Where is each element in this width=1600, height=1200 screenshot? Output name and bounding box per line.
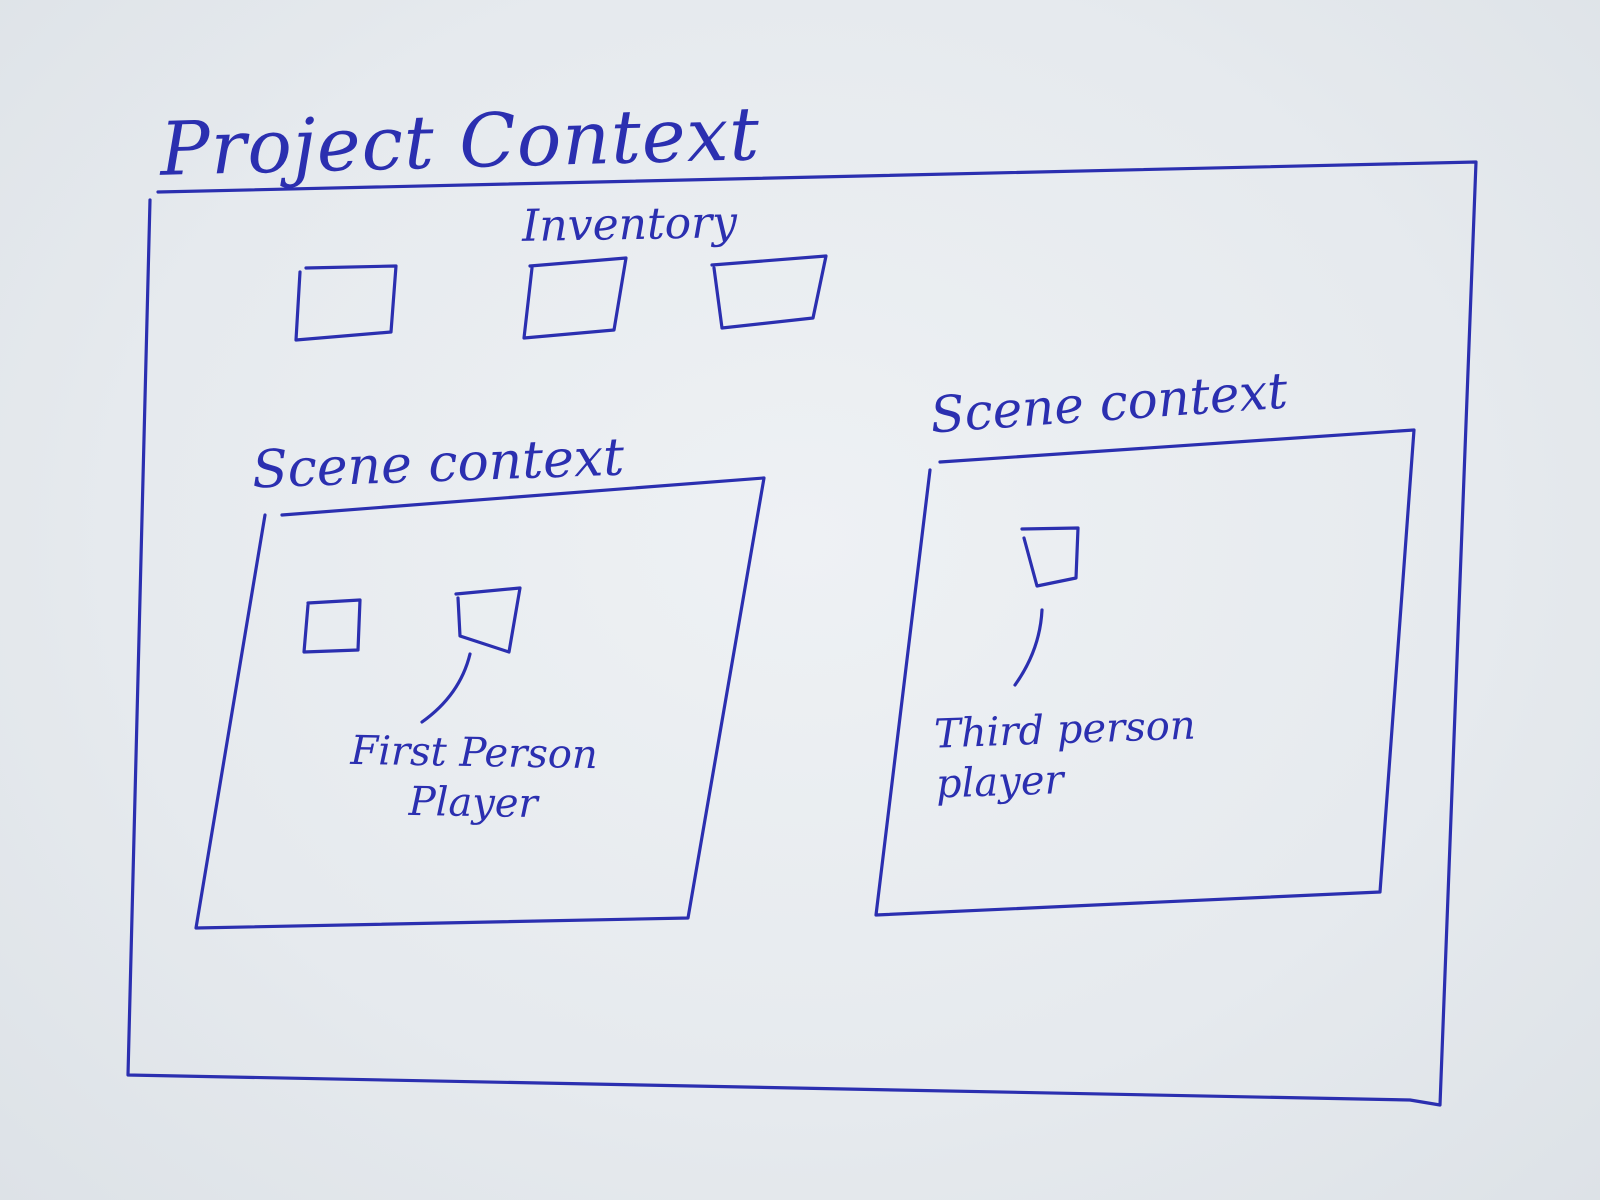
inventory-slot-1	[294, 264, 398, 342]
scene-1-object	[302, 598, 362, 654]
scene-2-callout-line	[1013, 608, 1044, 687]
first-person-line1: First Person	[350, 727, 599, 779]
project-context-title: Project Context	[158, 91, 762, 193]
third-person-player-label: Third person player	[933, 700, 1198, 809]
inventory-slot-3	[710, 254, 828, 330]
first-person-player-label: First Person Player	[349, 726, 598, 830]
third-person-line2: player	[935, 757, 1065, 808]
first-person-line2: Player	[408, 778, 539, 828]
third-person-line1: Third person	[933, 702, 1197, 758]
project-context-box	[126, 160, 1478, 1107]
scene-2-player-object	[1020, 526, 1080, 588]
scene-1-callout-line	[420, 652, 472, 724]
inventory-slot-2	[522, 256, 628, 340]
scene-1-player-object	[454, 586, 522, 654]
scene-context-box-1	[194, 476, 766, 930]
inventory-title: Inventory	[521, 197, 738, 252]
scene-context-box-2	[874, 428, 1416, 917]
scene-context-title-1: Scene context	[251, 427, 626, 501]
